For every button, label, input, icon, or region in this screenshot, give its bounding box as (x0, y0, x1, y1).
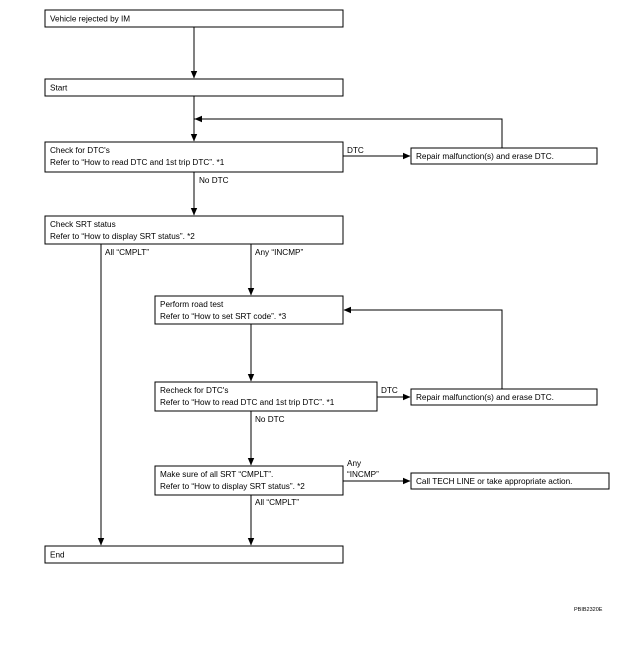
box-road-test (154, 295, 344, 325)
label-dtc-2: DTC (381, 386, 398, 395)
box-start (44, 78, 344, 97)
label-all-cmplt-2: All “CMPLT” (255, 498, 299, 507)
check-srt-line1: Check SRT status (50, 220, 116, 229)
label-all-cmplt-1: All “CMPLT” (105, 248, 149, 257)
recheck-dtc-line1: Recheck for DTC's (160, 386, 228, 395)
box-make-sure (154, 465, 344, 496)
label-any-incmp-2-line2: “INCMP” (347, 470, 379, 479)
label-any-incmp-2-line1: Any (347, 459, 362, 468)
box-end (44, 545, 344, 564)
road-test-line1: Perform road test (160, 300, 224, 309)
end-text: End (50, 551, 65, 560)
label-any-incmp-1: Any “INCMP” (255, 248, 303, 257)
box-recheck-dtc (154, 381, 378, 412)
box-repair-1 (410, 147, 598, 165)
make-sure-line2: Refer to “How to display SRT status”. *2 (160, 482, 305, 491)
box-check-srt (44, 215, 344, 245)
label-no-dtc-2: No DTC (255, 415, 285, 424)
start-text: Start (50, 84, 68, 93)
tech-line-text: Call TECH LINE or take appropriate actio… (416, 477, 572, 486)
repair-2-text: Repair malfunction(s) and erase DTC. (416, 393, 554, 402)
check-dtc-line1: Check for DTC's (50, 146, 110, 155)
box-repair-2 (410, 388, 598, 406)
figure-code: PBIB2320E (574, 607, 603, 613)
recheck-dtc-line2: Refer to “How to read DTC and 1st trip D… (160, 398, 335, 407)
loop-repair-1-back (194, 118, 503, 148)
check-srt-line2: Refer to “How to display SRT status”. *2 (50, 232, 195, 241)
vehicle-rejected-text: Vehicle rejected by IM (50, 15, 130, 24)
road-test-line2: Refer to “How to set SRT code”. *3 (160, 312, 287, 321)
box-check-dtc (44, 141, 344, 173)
label-no-dtc-1: No DTC (199, 176, 229, 185)
repair-1-text: Repair malfunction(s) and erase DTC. (416, 152, 554, 161)
make-sure-line1: Make sure of all SRT “CMPLT”. (160, 470, 273, 479)
loop-repair-2-back (344, 309, 503, 389)
box-tech-line (410, 472, 610, 490)
check-dtc-line2: Refer to “How to read DTC and 1st trip D… (50, 158, 225, 167)
label-dtc-1: DTC (347, 146, 364, 155)
